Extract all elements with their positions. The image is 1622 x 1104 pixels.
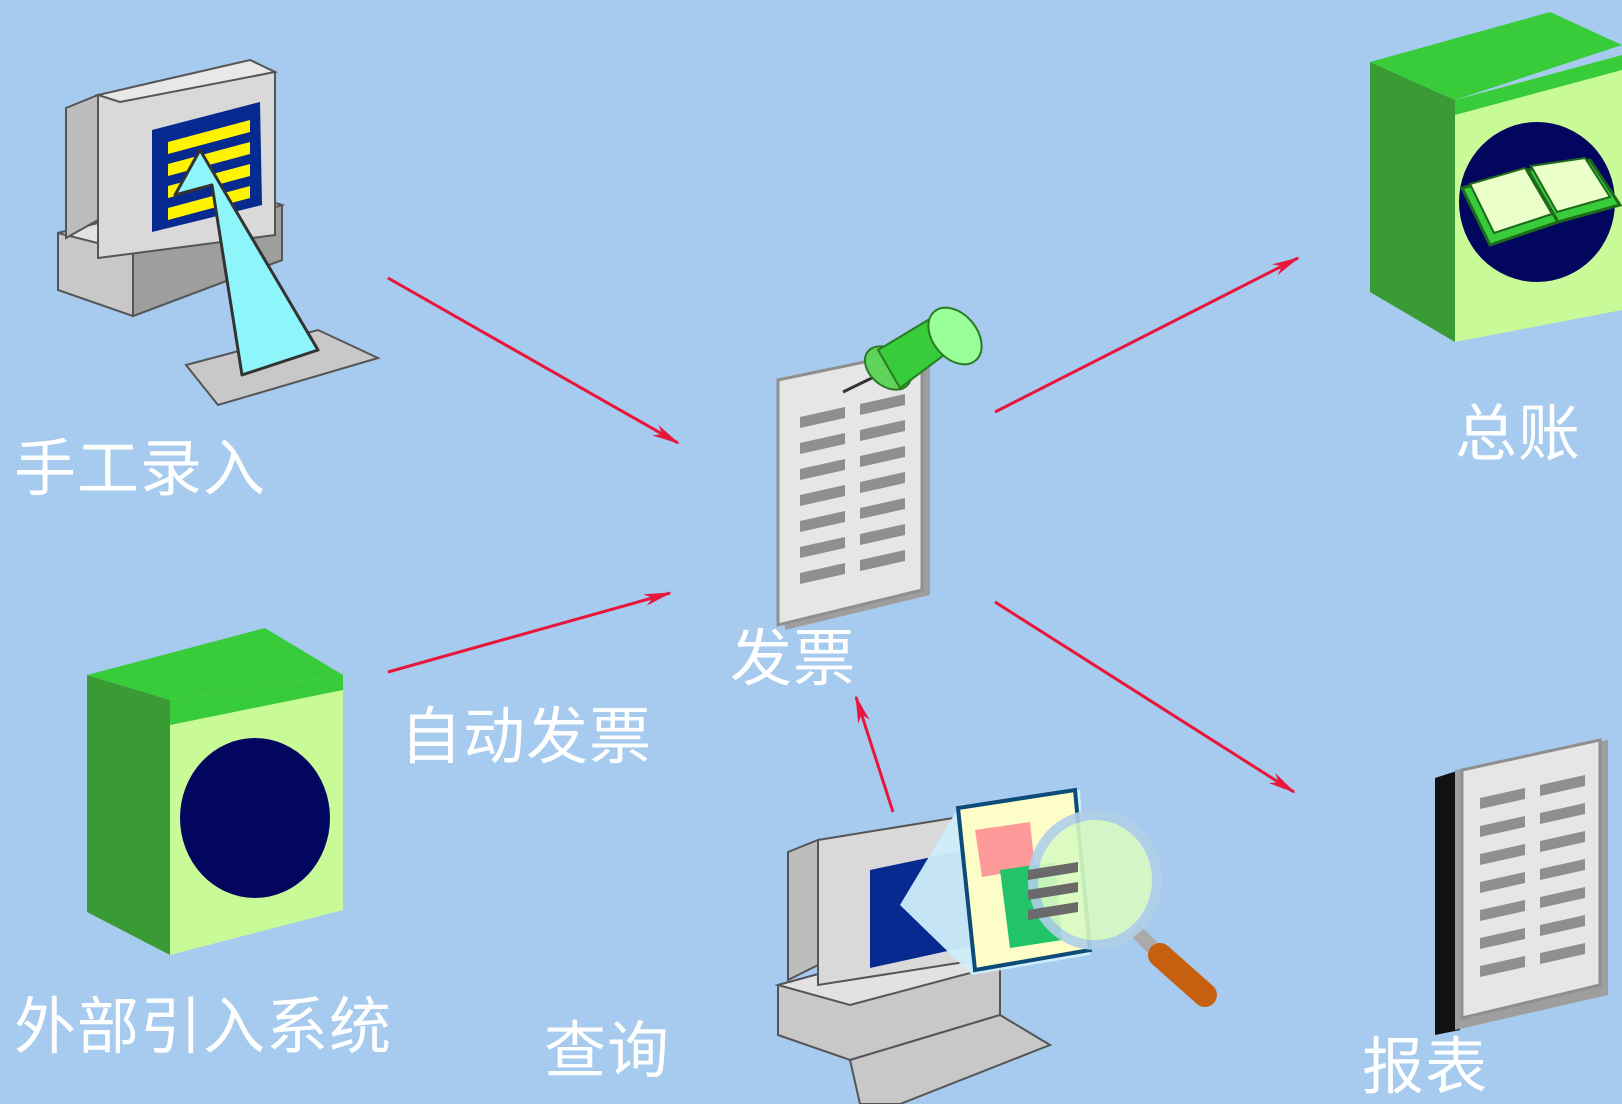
- pinned-document-icon: [776, 306, 983, 630]
- arrow-external-to-invoice: [387, 591, 672, 674]
- label-query: 查询: [544, 1014, 671, 1087]
- label-reports: 报表: [1362, 1030, 1489, 1103]
- green-box-icon: [87, 628, 343, 955]
- green-box-book-icon: [1370, 12, 1622, 342]
- arrow-manual-to-invoice: [387, 276, 680, 445]
- computer-magnifier-icon: [774, 787, 1217, 1104]
- book-icon: [1459, 156, 1622, 247]
- label-manual-entry: 手工录入: [14, 432, 267, 505]
- label-general-ledger: 总账: [1455, 397, 1582, 470]
- arrow-query-to-invoice: [854, 695, 895, 813]
- arrows: [387, 256, 1300, 813]
- label-auto-invoice: 自动发票: [400, 700, 653, 773]
- report-document-icon: [1435, 738, 1608, 1035]
- arrow-invoice-to-reports: [994, 600, 1296, 794]
- arrow-invoice-to-ledger: [994, 256, 1300, 414]
- computer-with-arrow-icon: [57, 58, 381, 407]
- label-external-system: 外部引入系统: [14, 990, 393, 1063]
- label-invoice: 发票: [730, 622, 857, 695]
